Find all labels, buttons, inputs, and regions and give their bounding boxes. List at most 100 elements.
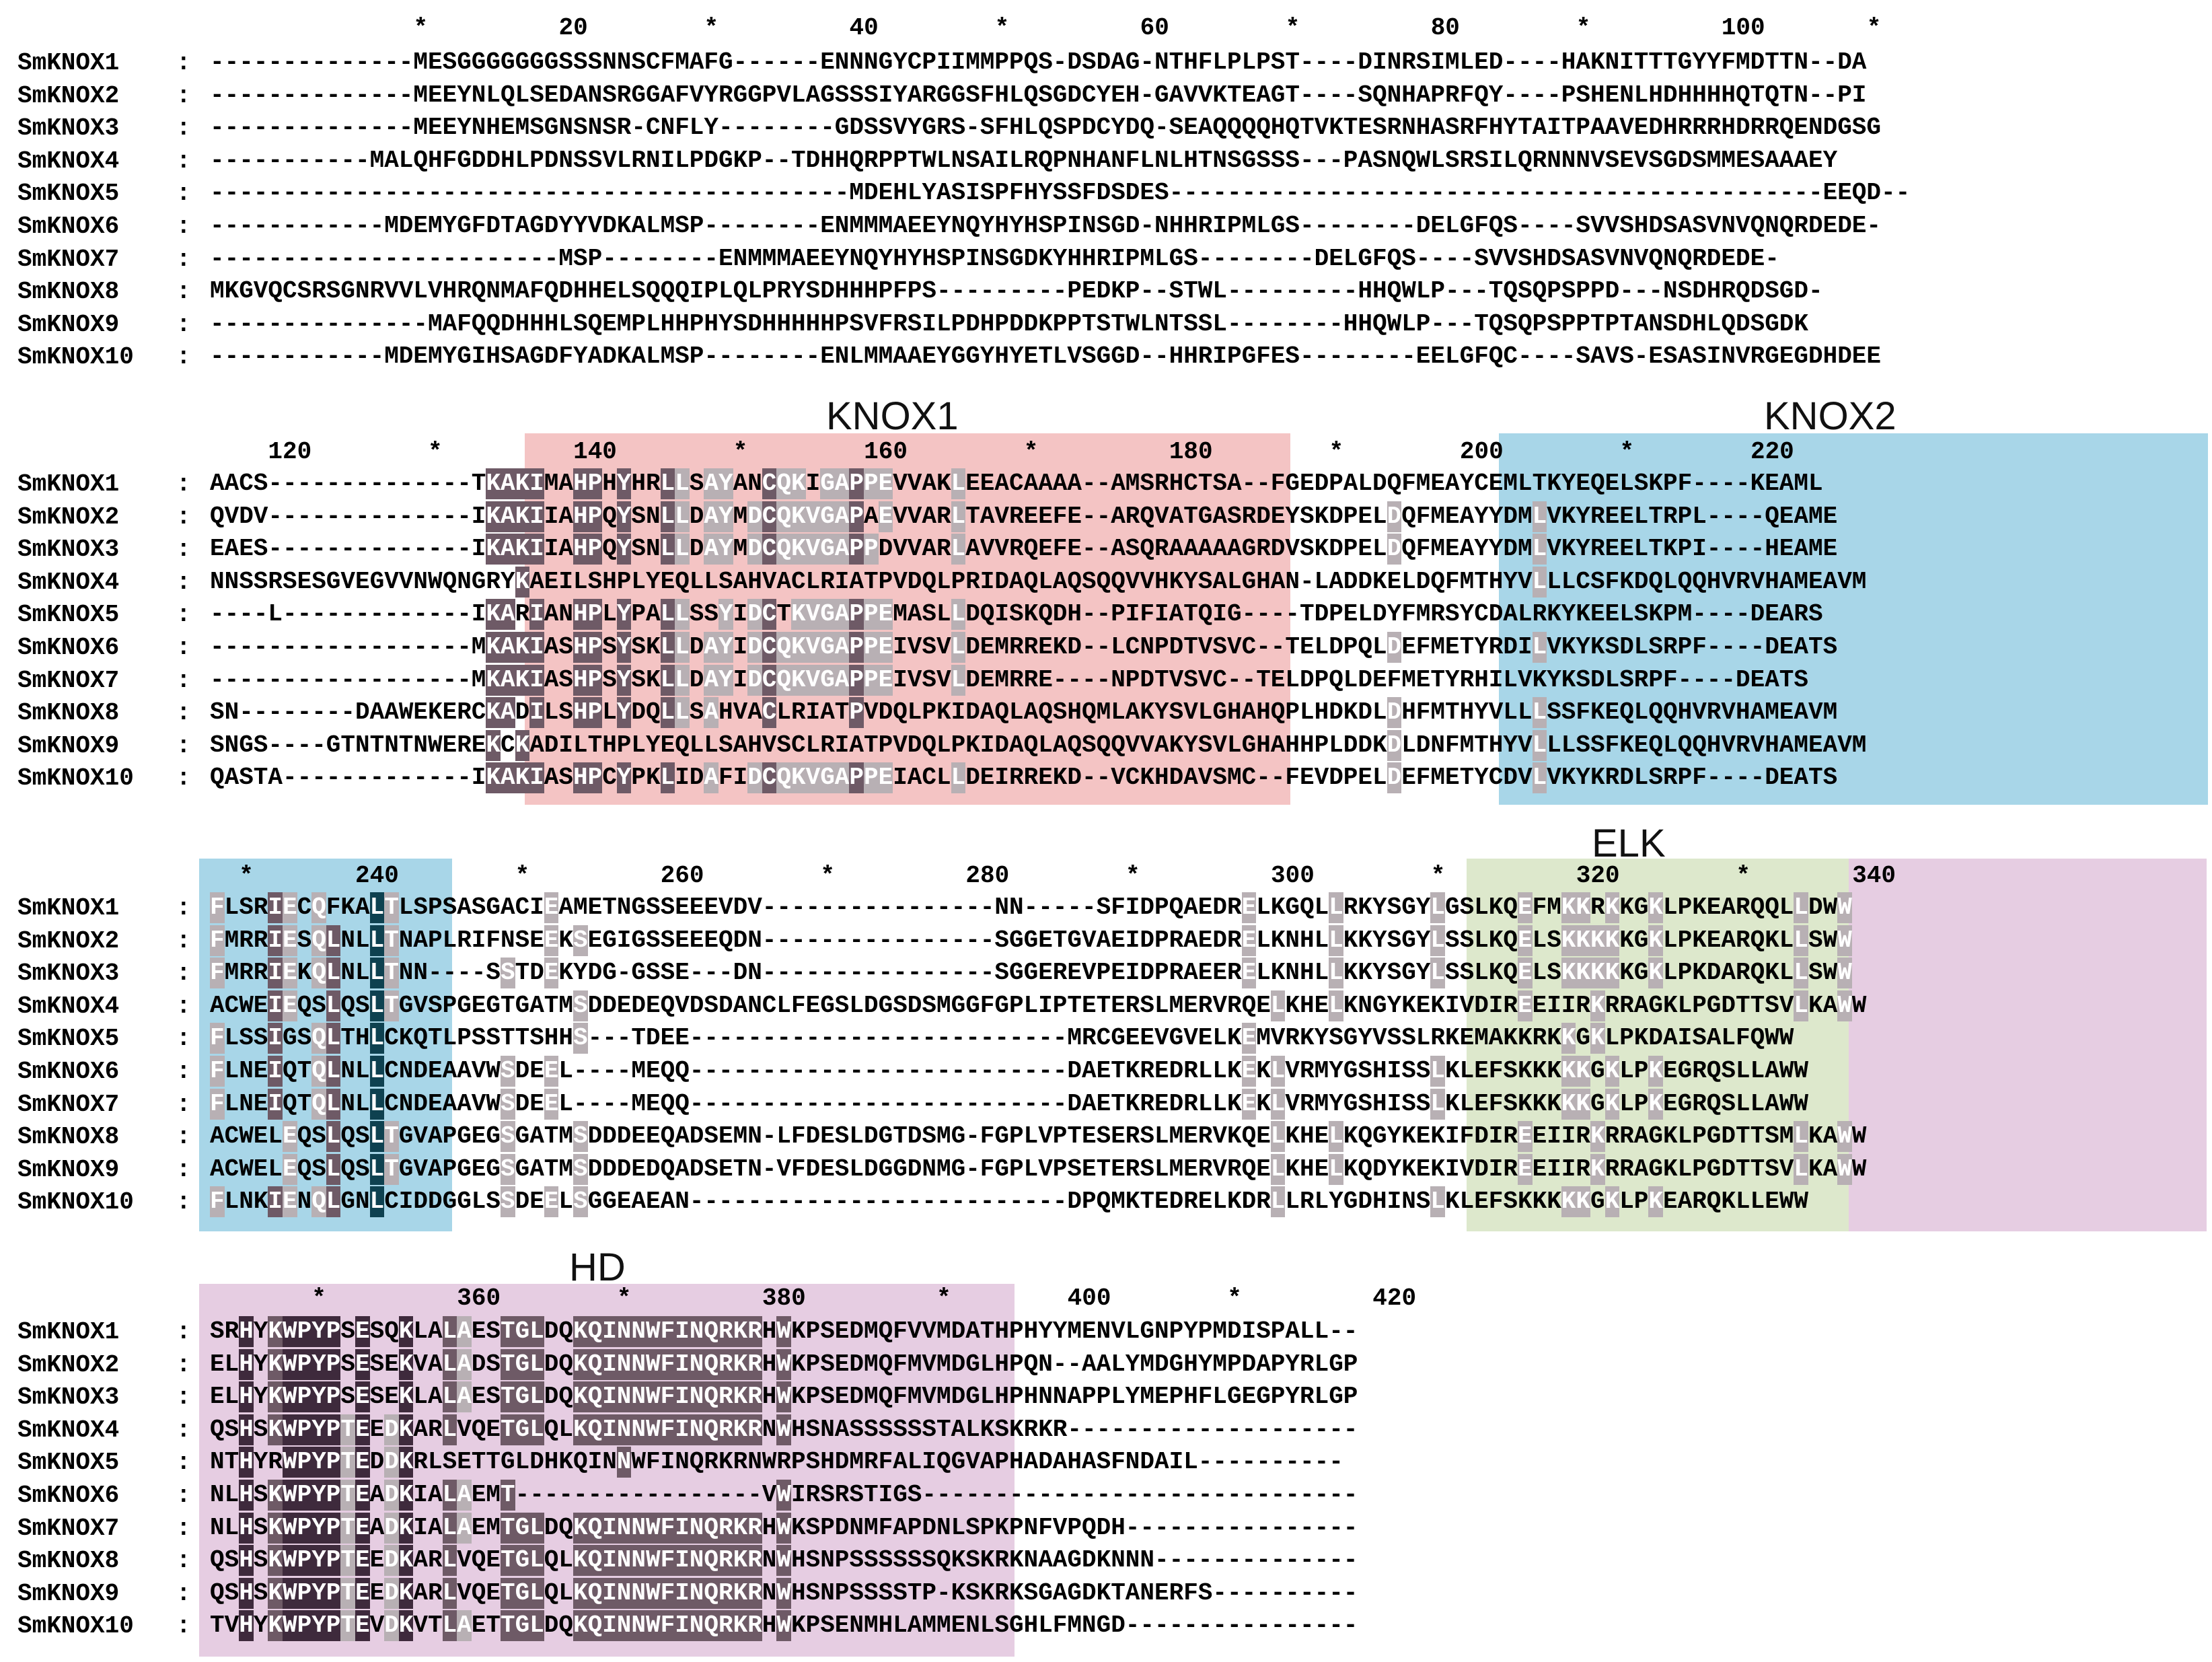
residue: A xyxy=(384,145,399,176)
residue: P xyxy=(1634,1089,1649,1120)
residue: R xyxy=(457,925,472,956)
residue: - xyxy=(1024,1056,1039,1087)
residue: - xyxy=(355,501,370,532)
residue: K xyxy=(558,1447,573,1478)
residue: N xyxy=(675,1447,690,1478)
residue: V xyxy=(413,1121,428,1152)
residue: H xyxy=(806,309,821,340)
residue: W xyxy=(1387,309,1402,340)
residue: Y xyxy=(311,1513,326,1544)
residue: L xyxy=(413,1381,428,1412)
residue: - xyxy=(849,1186,864,1217)
residue: A xyxy=(893,1513,908,1544)
residue: S xyxy=(675,211,690,242)
residue: H xyxy=(239,1414,254,1445)
residue: R xyxy=(1154,468,1169,499)
residue: - xyxy=(1227,1513,1242,1544)
residue: K xyxy=(1445,1089,1460,1120)
residue: A xyxy=(1460,501,1475,532)
residue: - xyxy=(1285,599,1300,630)
residue: - xyxy=(326,632,341,663)
residue: T xyxy=(340,1545,355,1576)
residue: A xyxy=(661,80,675,111)
residue: D xyxy=(849,1316,864,1347)
residue: G xyxy=(457,341,472,372)
residue: F xyxy=(1489,1186,1504,1217)
residue: - xyxy=(326,665,341,696)
residue: L xyxy=(326,925,341,956)
residue: E xyxy=(1779,501,1794,532)
residue: T xyxy=(1183,632,1198,663)
residue: F xyxy=(1111,1447,1126,1478)
residue: - xyxy=(297,80,312,111)
residue: N xyxy=(1154,47,1169,78)
residue: A xyxy=(980,145,995,176)
residue: - xyxy=(443,632,457,663)
residue: H xyxy=(776,309,791,340)
residue: - xyxy=(340,47,355,78)
residue: V xyxy=(1082,958,1097,988)
residue: S xyxy=(210,1316,225,1347)
residue: C xyxy=(225,1121,239,1152)
residue: T xyxy=(1648,47,1663,78)
residue: S xyxy=(239,1023,254,1054)
residue: E xyxy=(544,1089,559,1120)
residue: A xyxy=(355,892,370,923)
residue: T xyxy=(864,567,879,598)
residue: Q xyxy=(297,1121,312,1152)
residue: Q xyxy=(283,1056,297,1087)
residue: G xyxy=(1024,925,1039,956)
residue: H xyxy=(980,309,995,340)
residue: K xyxy=(1605,925,1620,956)
residue: - xyxy=(1300,1480,1315,1511)
residue: L xyxy=(1736,1056,1750,1087)
residue: - xyxy=(631,1480,646,1511)
residue: P xyxy=(631,762,646,793)
residue: S xyxy=(1460,958,1475,988)
residue: E xyxy=(879,762,893,793)
residue: S xyxy=(529,80,544,111)
residue: - xyxy=(965,958,980,988)
residue: P xyxy=(1009,1349,1024,1380)
residue: E xyxy=(1358,112,1372,143)
residue: M xyxy=(849,178,864,209)
residue: - xyxy=(893,892,908,923)
residue: L xyxy=(326,990,341,1021)
residue: I xyxy=(268,990,283,1021)
residue: E xyxy=(879,178,893,209)
residue: E xyxy=(355,1545,370,1576)
residue: W xyxy=(428,567,443,598)
residue: A xyxy=(457,1480,472,1511)
residue: K xyxy=(1285,1121,1300,1152)
residue: - xyxy=(428,958,443,988)
residue: K xyxy=(1692,892,1707,923)
residue: R xyxy=(631,145,646,176)
residue: A xyxy=(1765,145,1779,176)
residue: - xyxy=(1256,309,1271,340)
residue: - xyxy=(1198,1545,1213,1576)
residue: Q xyxy=(413,145,428,176)
residue: D xyxy=(908,1154,922,1185)
residue: R xyxy=(1736,958,1750,988)
residue: S xyxy=(1852,112,1867,143)
residue: E xyxy=(1198,892,1213,923)
residue: P xyxy=(326,1480,341,1511)
residue: E xyxy=(1445,632,1460,663)
residue: N xyxy=(558,145,573,176)
residue: I xyxy=(1430,47,1445,78)
residue: G xyxy=(1590,1089,1605,1120)
residue: I xyxy=(268,958,283,988)
residue: G xyxy=(399,990,414,1021)
residue: H xyxy=(239,1447,254,1478)
residue: E xyxy=(1460,1023,1475,1054)
residue: S xyxy=(1503,1056,1518,1087)
residue: F xyxy=(1372,244,1387,275)
residue: G xyxy=(1460,341,1475,372)
residue: - xyxy=(791,47,806,78)
residue: L xyxy=(1212,1381,1227,1412)
residue: - xyxy=(1736,501,1750,532)
residue: A xyxy=(1183,925,1198,956)
residue: K xyxy=(399,1447,414,1478)
residue: M xyxy=(1707,145,1722,176)
residue: E xyxy=(1038,925,1053,956)
